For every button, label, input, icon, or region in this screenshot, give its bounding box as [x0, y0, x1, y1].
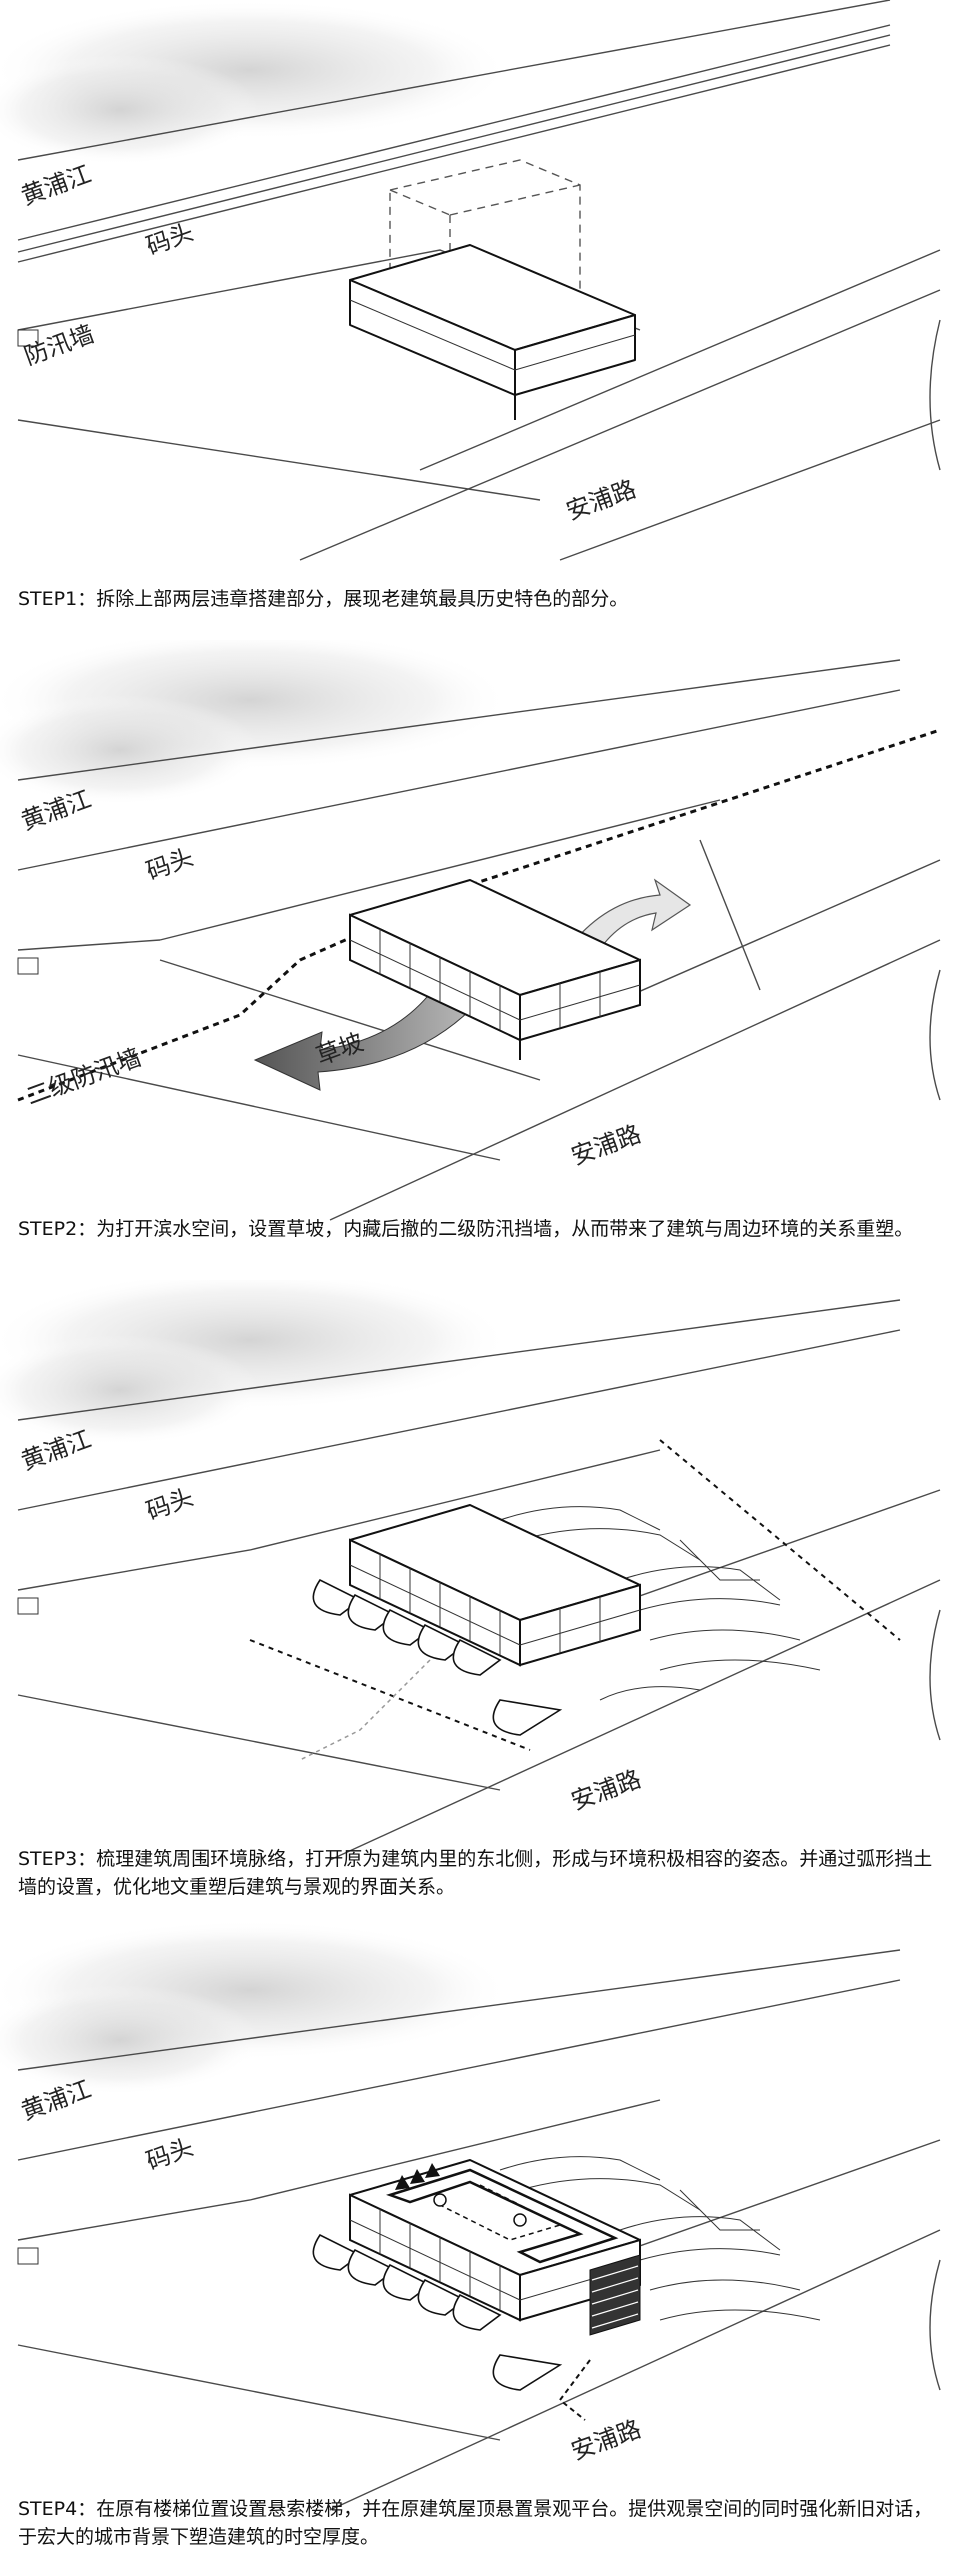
road-edge — [17, 1054, 501, 1161]
arc-retaining-walls — [312, 1578, 563, 1736]
label-pier: 码头 — [142, 1483, 197, 1526]
step4-panel: 黄浦江 码头 安浦路 STEP4：在原有楼梯位置设置悬索楼梯，并在原建筑屋顶悬置… — [0, 1920, 960, 2567]
building-side — [519, 1583, 641, 1667]
road-curve — [929, 2259, 941, 2391]
step2-diagram: 黄浦江 码头 二级防汛墙 草坡 安浦路 — [0, 640, 941, 1221]
label-pier: 码头 — [142, 2133, 197, 2176]
grass-slope-arrow — [253, 979, 481, 1091]
label-road: 安浦路 — [567, 2415, 644, 2466]
flood-wall-line — [17, 34, 891, 253]
road-edge — [599, 2139, 941, 2261]
pier-edge-line — [17, 0, 891, 161]
small-block — [17, 329, 39, 347]
road-edge — [329, 2229, 941, 2511]
road-curve — [929, 319, 941, 471]
roof-direction-arrows — [395, 2163, 440, 2190]
pier-edge-line — [17, 1299, 901, 1421]
road-edge — [599, 1489, 941, 1611]
step4-diagram: 黄浦江 码头 安浦路 — [0, 1920, 941, 2511]
small-block — [17, 2247, 39, 2265]
removed-edge — [449, 184, 581, 216]
floor-line — [514, 334, 636, 371]
circulation-path — [659, 1439, 901, 1641]
road-edge — [329, 1579, 941, 1861]
pier-edge-line — [17, 659, 901, 781]
pier-inner-line — [17, 24, 891, 241]
removed-edge — [389, 189, 451, 216]
stair-access-path — [558, 2359, 591, 2421]
road-edge — [17, 1449, 661, 1591]
road-edge — [159, 799, 721, 941]
circulation-path — [249, 1639, 531, 1751]
step3-panel: 黄浦江 码头 安浦路 STEP3：梳理建筑周围环境脉络，打开原为建筑内里的东北侧… — [0, 1280, 960, 1920]
view-outline-arrow — [299, 1659, 431, 1761]
pier-inner-line — [17, 1329, 901, 1511]
label-road: 安浦路 — [562, 475, 639, 526]
road-edge — [159, 959, 541, 1081]
facade-mullions — [349, 1554, 641, 1655]
step2-panel: 黄浦江 码头 二级防汛墙 草坡 安浦路 STEP2：为打开滨水空间，设置草坡，内… — [0, 640, 960, 1280]
step3-diagram: 黄浦江 码头 安浦路 — [0, 1280, 941, 1861]
floor-line — [349, 299, 516, 371]
road-edge — [299, 289, 941, 561]
river-wash — [0, 55, 260, 165]
roof-route — [439, 2184, 563, 2241]
road-edge — [17, 939, 161, 951]
secondary-flood-wall — [17, 728, 941, 1102]
road-edge — [17, 419, 541, 501]
small-block — [17, 957, 39, 975]
label-pier: 码头 — [142, 218, 197, 261]
river-wash — [0, 1985, 260, 2095]
landscape-terrain — [499, 2156, 821, 2321]
step2-caption: STEP2：为打开滨水空间，设置草坡，内藏后撤的二级防汛挡墙，从而带来了建筑与周… — [18, 1218, 914, 1240]
river-wash — [0, 1335, 260, 1445]
label-road: 安浦路 — [567, 1765, 644, 1816]
road-edge — [17, 1694, 501, 1791]
flood-wall-line-2 — [17, 44, 891, 263]
step1-panel: 黄浦江 码头 防汛墙 安浦路 STEP1：拆除上部两层违章搭建部分，展现老建筑最… — [0, 0, 960, 640]
roof-skylight — [433, 2193, 447, 2207]
label-flood-wall: 二级防汛墙 — [22, 1043, 144, 1110]
road-curve — [929, 969, 941, 1101]
building-side — [514, 314, 636, 396]
road-curve — [929, 1609, 941, 1741]
label-road: 安浦路 — [567, 1120, 644, 1171]
label-pier: 码头 — [142, 843, 197, 886]
road-edge — [419, 249, 941, 471]
step3-caption: STEP3：梳理建筑周围环境脉络，打开原为建筑内里的东北侧，形成与环境积极相容的… — [18, 1848, 933, 1898]
arc-retaining-walls — [312, 2233, 563, 2391]
road-edge — [17, 2344, 501, 2441]
road-edge — [17, 2099, 661, 2241]
suspension-stair — [589, 2254, 641, 2336]
roof-viewing-platform — [386, 2168, 619, 2264]
building-side — [519, 958, 641, 1042]
roof-skylight — [513, 2213, 527, 2227]
landscape-terrain — [499, 1506, 821, 1701]
road-edge — [619, 859, 941, 1001]
pier-inner-line — [17, 1979, 901, 2161]
step1-diagram: 黄浦江 码头 防汛墙 安浦路 — [0, 0, 941, 561]
road-edge — [699, 839, 761, 991]
facade-mullions — [349, 929, 641, 1030]
small-block — [17, 1597, 39, 1615]
pier-edge-line — [17, 1949, 901, 2071]
label-river: 黄浦江 — [17, 160, 94, 211]
pier-inner-line — [17, 689, 901, 871]
river-wash — [0, 695, 260, 805]
road-edge — [329, 939, 941, 1221]
road-edge — [559, 419, 941, 561]
step1-caption: STEP1：拆除上部两层违章搭建部分，展现老建筑最具历史特色的部分。 — [18, 588, 629, 610]
step4-caption: STEP4：在原有楼梯位置设置悬索楼梯，并在原建筑屋顶悬置景观平台。提供观景空间… — [18, 2498, 933, 2548]
